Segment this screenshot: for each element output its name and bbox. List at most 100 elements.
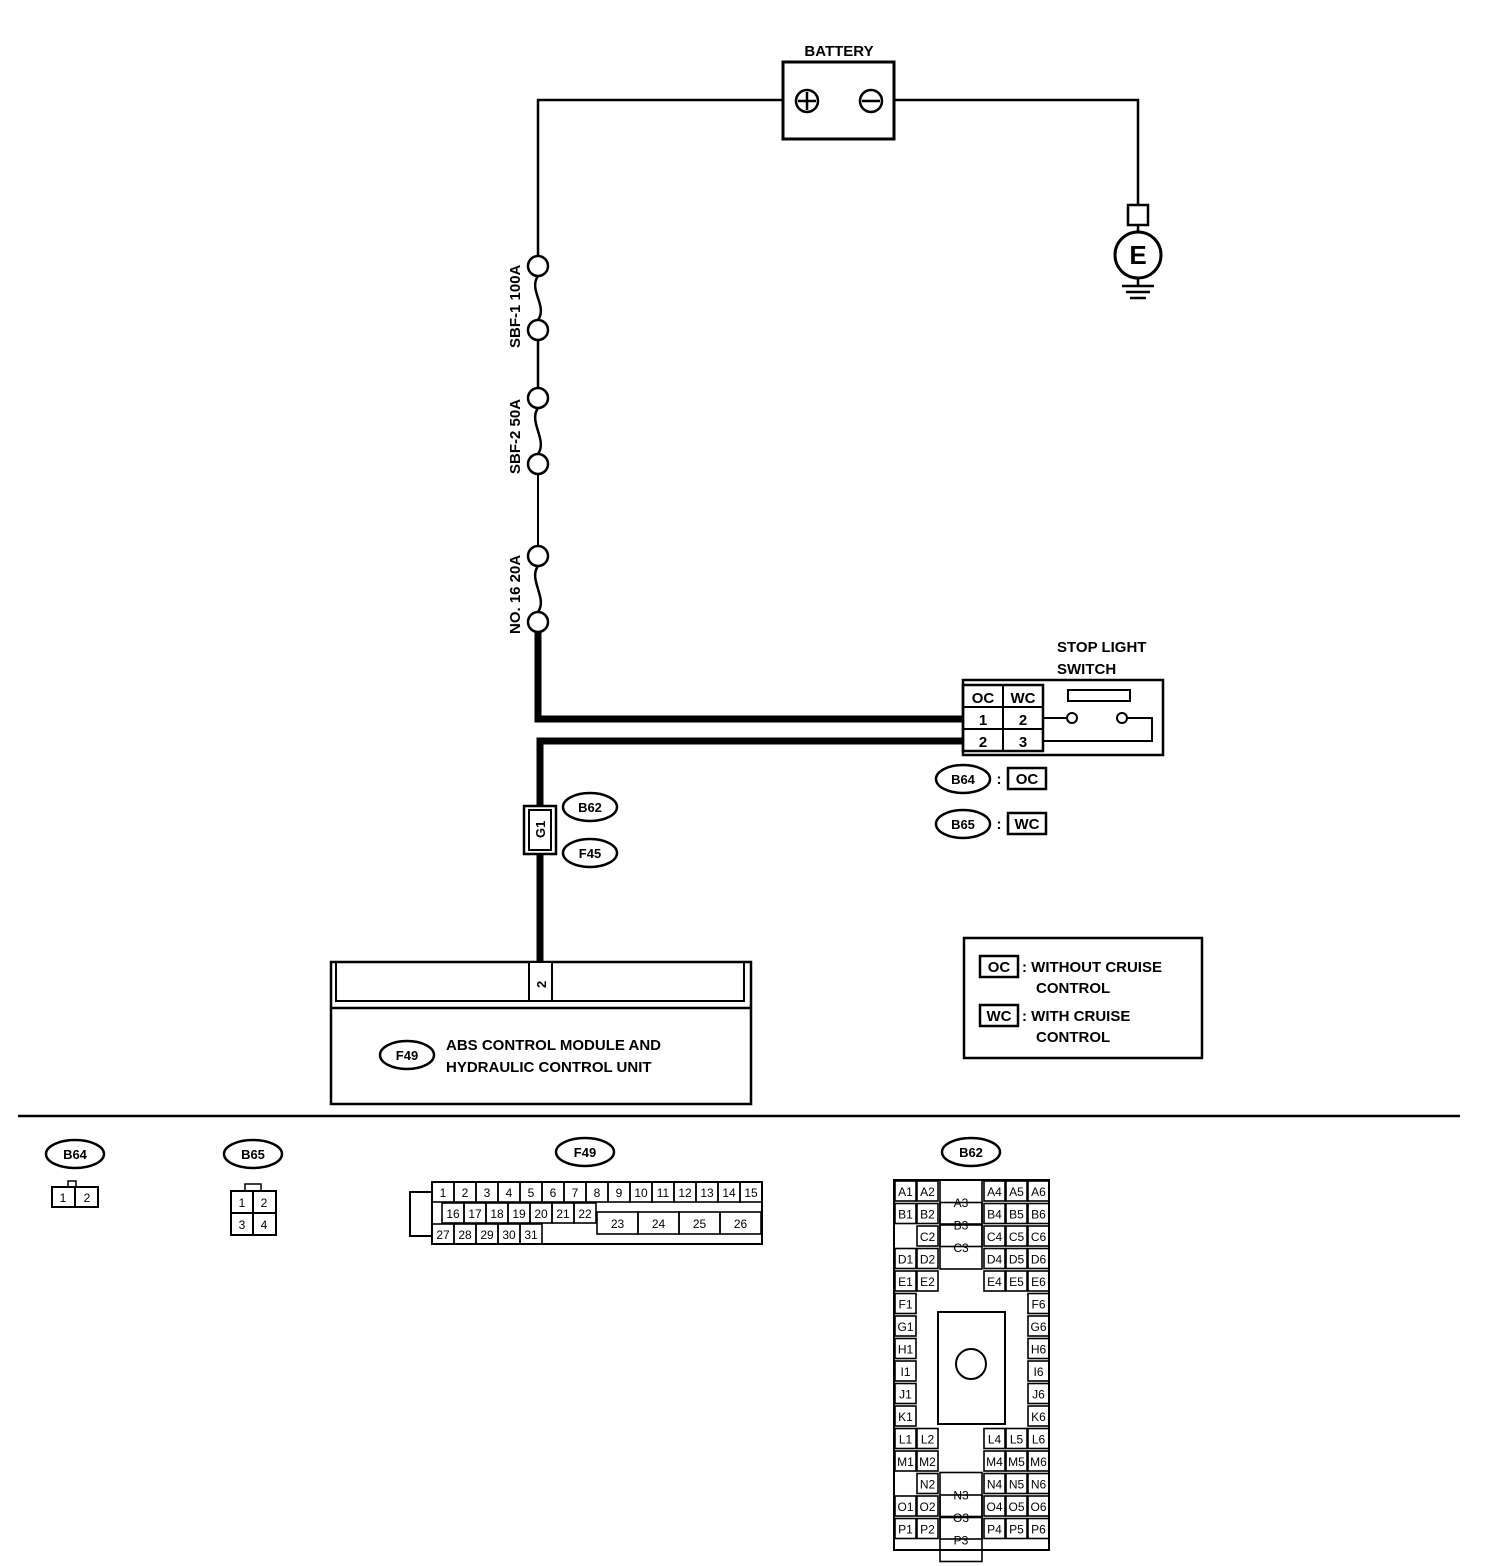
legend: OC : WITHOUT CRUISE CONTROL WC : WITH CR…	[962, 936, 1204, 1060]
b62-pin-H6-cell	[1027, 1337, 1050, 1360]
b62-pin-F1-cell	[894, 1292, 917, 1315]
b62-pin-F6-cell	[1027, 1292, 1050, 1315]
f49-pin-8: 8	[594, 1186, 601, 1200]
b62-pin-A4: A4	[987, 1185, 1002, 1199]
b62-pin-P1-cell	[894, 1517, 917, 1540]
f49-pin-7: 7	[572, 1186, 579, 1200]
f49-pin-28: 28	[458, 1228, 472, 1242]
b62-pin-D4: D4	[987, 1253, 1003, 1267]
stop-switch-pin-wc-3: 3	[1019, 734, 1027, 751]
b62-pin-F6: F6	[1031, 1298, 1045, 1312]
b62-pin-C2: C2	[920, 1230, 936, 1244]
b62-pin-N5: N5	[1009, 1478, 1025, 1492]
b62-pin-J6-cell	[1027, 1382, 1050, 1405]
b62-pin-D5: D5	[1009, 1253, 1025, 1267]
f49-pin-27: 27	[436, 1228, 450, 1242]
legend-oc-tag: OC	[988, 959, 1011, 976]
b62-pin-J1-cell	[894, 1382, 917, 1405]
b62-pin-M1-cell	[894, 1450, 917, 1472]
stop-switch-label-1: STOP LIGHT	[1057, 639, 1146, 656]
b62-pin-M4: M4	[986, 1455, 1003, 1469]
b62-pin-N2-cell	[916, 1472, 939, 1495]
b62-pin-C6-cell	[1027, 1225, 1050, 1247]
b62-pin-D2: D2	[920, 1253, 936, 1267]
fuse-sbf2-label: SBF-2 50A	[507, 399, 524, 474]
f49-pin-19: 19	[512, 1207, 526, 1221]
abs-label-1: ABS CONTROL MODULE AND	[446, 1037, 661, 1054]
b62-pin-C5: C5	[1009, 1230, 1025, 1244]
b62-pin-I6-cell	[1027, 1360, 1050, 1382]
legend-wc-tag: WC	[987, 1008, 1012, 1025]
f49-pin-15: 15	[744, 1186, 758, 1200]
abs-control-module: 2 F49 ABS CONTROL MODULE AND HYDRAULIC C…	[329, 960, 753, 1106]
b62-pin-L2: L2	[921, 1433, 935, 1447]
b62-pin-O2-cell	[916, 1495, 939, 1517]
b62-pin-M5: M5	[1008, 1455, 1025, 1469]
b62-pin-I6: I6	[1033, 1365, 1043, 1379]
b62-pin-P5: P5	[1009, 1523, 1024, 1537]
b62-pin-C4: C4	[987, 1230, 1003, 1244]
b62-pin-L5-cell	[1005, 1427, 1028, 1450]
b62-pin-P6: P6	[1031, 1523, 1046, 1537]
b62-pin-M2: M2	[919, 1455, 936, 1469]
b62-pin-A5-cell	[1005, 1180, 1028, 1202]
b62-pin-E1-cell	[894, 1270, 917, 1292]
f49-pin-17: 17	[468, 1207, 482, 1221]
f49-pin-9: 9	[616, 1186, 623, 1200]
b62-pin-A2-cell	[916, 1180, 939, 1202]
f45-ref: F45	[579, 846, 601, 861]
b62-pin-O4-cell	[983, 1495, 1006, 1517]
b62-pin-O1-cell	[894, 1495, 917, 1517]
f49-pin-22: 22	[578, 1207, 592, 1221]
wire-to-stop-switch-pin1	[534, 632, 963, 723]
battery-minus-icon	[858, 88, 884, 114]
wire-battery-positive	[536, 98, 783, 264]
b62-pin-L1-cell	[894, 1427, 917, 1450]
b62-pin-P6-cell	[1027, 1517, 1050, 1540]
fuse-sbf2: SBF-2 50A	[507, 386, 550, 476]
b65-wc: WC	[1015, 816, 1040, 833]
b62-pin-E6-cell	[1027, 1270, 1050, 1292]
ground-symbol: E	[1113, 203, 1163, 300]
wire-from-stop-switch-pin2	[536, 737, 963, 808]
b62-center-block	[937, 1311, 1006, 1425]
f49-pin-2: 2	[462, 1186, 469, 1200]
fuse-no16: NO. 16 20A	[507, 544, 550, 634]
b62-pin-G1-cell	[894, 1315, 917, 1337]
b62-pin-L2-cell	[916, 1427, 939, 1450]
b62-pin-O5-cell	[1005, 1495, 1028, 1517]
g1-label: G1	[533, 821, 548, 838]
f49-pin-26-cell	[719, 1211, 762, 1235]
b62-pin-O5: O5	[1008, 1500, 1024, 1514]
f49-pin-11: 11	[657, 1186, 670, 1200]
b62-pin-B4: B4	[987, 1208, 1002, 1222]
f49-pin-14: 14	[722, 1186, 736, 1200]
b62-pin-O6-cell	[1027, 1495, 1050, 1517]
b62-pin-B2-cell	[916, 1202, 939, 1225]
stop-switch-pin-oc-2: 2	[979, 734, 987, 751]
b62-pin-H6: H6	[1031, 1343, 1047, 1357]
b62-pin-D1: D1	[898, 1253, 914, 1267]
b62-pin-G6-cell	[1027, 1315, 1050, 1337]
b62-pin-E4-cell	[983, 1270, 1006, 1292]
f49-pin-10: 10	[634, 1186, 648, 1200]
b62-pin-B6: B6	[1031, 1208, 1046, 1222]
b62-pin-E4: E4	[987, 1275, 1002, 1289]
f49-pin-29: 29	[480, 1228, 494, 1242]
b62-pin-O2: O2	[919, 1500, 935, 1514]
b62-pin-J1: J1	[899, 1388, 912, 1402]
b62-pin-B2: B2	[920, 1208, 935, 1222]
b62-pin-F1: F1	[898, 1298, 912, 1312]
f49-pin-21: 21	[556, 1207, 570, 1221]
b62-pin-I1: I1	[900, 1365, 910, 1379]
b62-pin-C3: C3	[953, 1241, 969, 1255]
b62-pin-C6: C6	[1031, 1230, 1047, 1244]
legend-oc-line2: CONTROL	[1036, 980, 1110, 997]
b62-pin-A2: A2	[920, 1185, 935, 1199]
f49-pin-20: 20	[534, 1207, 548, 1221]
b62-pin-O6: O6	[1030, 1500, 1046, 1514]
connector-view-b64: B64 1 2	[44, 1138, 106, 1208]
b64-pin-2: 2	[84, 1191, 91, 1205]
